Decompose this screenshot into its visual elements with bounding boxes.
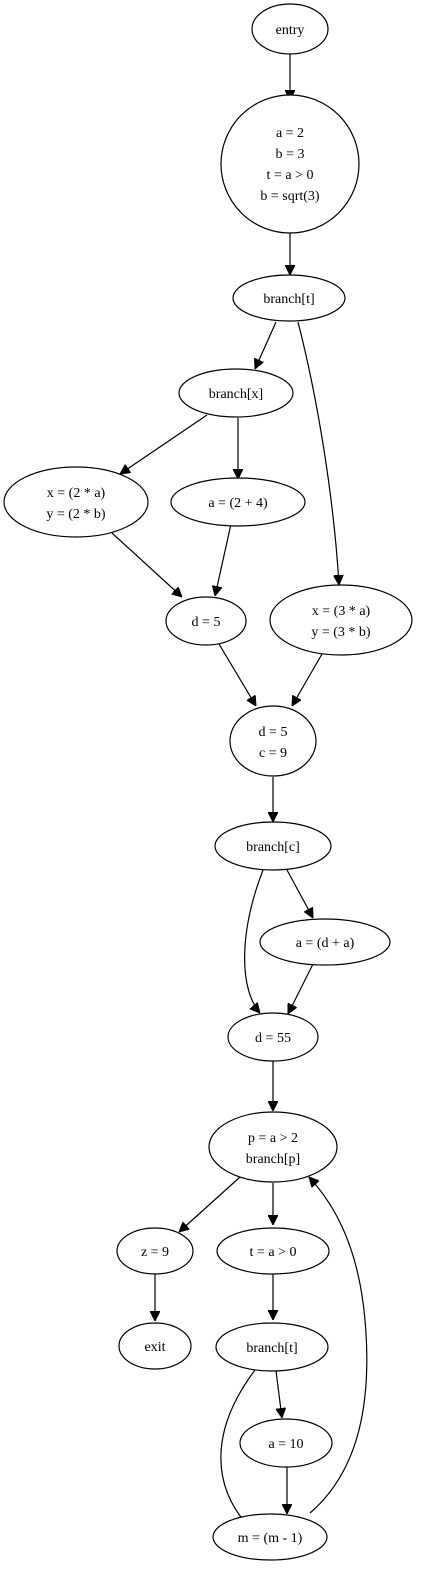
node-d5-a: d = 5 — [165, 596, 247, 646]
node-entry: entry — [251, 3, 329, 55]
edges — [111, 54, 368, 1536]
edge-branch-t-to-xy3 — [297, 321, 339, 585]
node-init-line-2: b = 3 — [276, 147, 305, 162]
node-p-branch-line-1: p = a > 2 — [248, 1131, 298, 1146]
node-d5-c9-line-2: c = 9 — [259, 746, 287, 761]
node-init-block: a = 2 b = 3 t = a > 0 b = sqrt(3) — [220, 94, 360, 234]
node-m-minus-1: m = (m - 1) — [212, 1513, 328, 1561]
node-xy2-line-2: y = (2 * b) — [46, 507, 106, 522]
edge-xy3-to-d5c9 — [292, 653, 323, 706]
edge-branch-c-to-d55 — [244, 869, 264, 1013]
node-entry-line-1: entry — [276, 23, 305, 38]
edge-branch-x-to-xy2 — [120, 414, 208, 474]
node-a-d-plus-a: a = (d + a) — [259, 918, 391, 966]
edge-pbranch-to-z9 — [179, 1176, 241, 1232]
edge-xy2-to-d5a — [111, 532, 182, 597]
edge-branch-t-to-branch-x — [255, 321, 277, 369]
node-branch-x-line-1: branch[x] — [209, 387, 263, 402]
node-branch-t-1-line-1: branch[t] — [263, 292, 314, 307]
node-xy3: x = (3 * a) y = (3 * b) — [269, 584, 413, 656]
node-a10: a = 10 — [239, 1418, 333, 1468]
node-d5-c9-line-1: d = 5 — [259, 725, 288, 740]
node-exit-line-1: exit — [145, 1340, 166, 1355]
node-xy2: x = (2 * a) y = (2 * b) — [3, 466, 149, 538]
node-xy2-line-1: x = (2 * a) — [47, 486, 106, 501]
node-a24-line-1: a = (2 + 4) — [208, 496, 268, 511]
node-a24: a = (2 + 4) — [170, 477, 306, 527]
node-branch-x: branch[x] — [178, 368, 294, 418]
node-a10-line-1: a = 10 — [268, 1437, 303, 1452]
node-p-branch-line-2: branch[p] — [246, 1152, 300, 1167]
node-z9-line-1: z = 9 — [141, 1245, 169, 1260]
edge-d5a-to-d5c9 — [218, 643, 256, 706]
node-m-minus-1-line-1: m = (m - 1) — [238, 1531, 303, 1546]
node-init-line-4: b = sqrt(3) — [260, 189, 320, 204]
nodes: entry a = 2 b = 3 t = a > 0 b = sqrt(3) … — [3, 3, 413, 1561]
node-z9: z = 9 — [116, 1227, 194, 1275]
node-d55-line-1: d = 55 — [255, 1031, 291, 1046]
node-xy3-line-2: y = (3 * b) — [311, 625, 371, 640]
node-d5-a-line-1: d = 5 — [192, 615, 221, 630]
node-xy3-line-1: x = (3 * a) — [312, 604, 371, 619]
node-init-line-1: a = 2 — [276, 126, 304, 141]
node-t2: t = a > 0 — [216, 1227, 330, 1275]
node-branch-c-line-1: branch[c] — [246, 840, 300, 855]
node-d5-c9: d = 5 c = 9 — [229, 705, 317, 777]
node-d55: d = 55 — [227, 1012, 319, 1062]
edge-mm1-to-pbranch-back — [309, 1177, 368, 1514]
edge-branch-c-to-ada — [286, 869, 313, 918]
edge-a24-to-d5a — [215, 523, 232, 596]
node-branch-t-2-line-1: branch[t] — [246, 1341, 297, 1356]
edge-ada-to-d55 — [287, 963, 314, 1014]
node-branch-t-1: branch[t] — [232, 274, 346, 322]
node-init-line-3: t = a > 0 — [267, 168, 314, 183]
node-branch-c: branch[c] — [214, 821, 332, 871]
node-exit: exit — [118, 1322, 192, 1370]
edge-branch-t2-to-a10 — [275, 1370, 282, 1418]
node-p-branch: p = a > 2 branch[p] — [208, 1111, 338, 1183]
node-branch-t-2: branch[t] — [215, 1322, 329, 1372]
node-t2-line-1: t = a > 0 — [250, 1245, 297, 1260]
node-a-d-plus-a-line-1: a = (d + a) — [296, 936, 355, 951]
